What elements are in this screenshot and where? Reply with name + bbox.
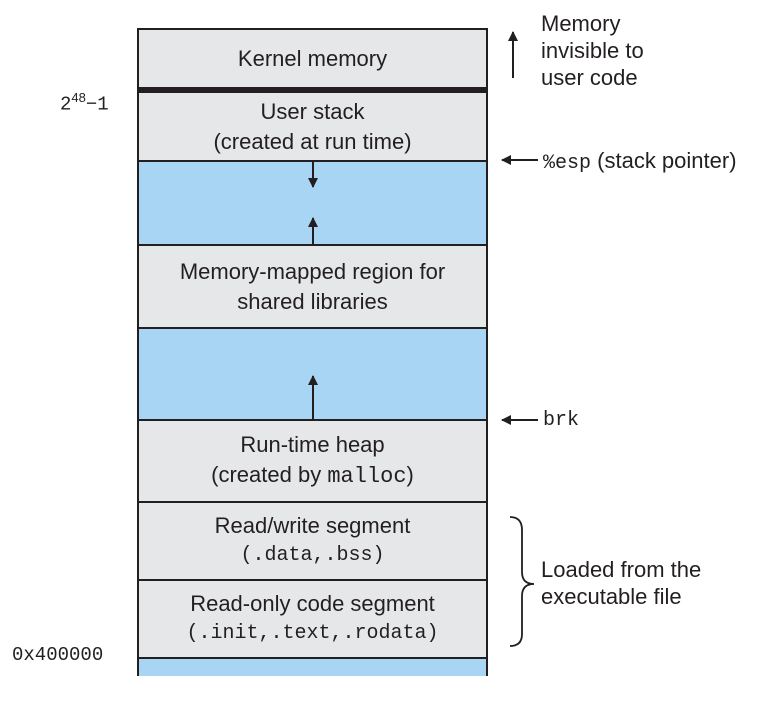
read-only-code-segment: Read-only code segment (.init,.text,.rod… [137, 580, 488, 658]
read-write-label: Read/write segment [214, 513, 411, 538]
stack-pointer-label: %esp (stack pointer) [543, 147, 737, 177]
read-write-sections: (.data,.bss) [240, 544, 385, 567]
run-time-heap-sublabel: (created by malloc) [211, 460, 414, 492]
bottom-address-label: 0x400000 [12, 644, 104, 666]
malloc-code: malloc [327, 464, 407, 489]
top-address-label: 248−1 [60, 90, 109, 115]
loaded-from-executable-note: Loaded from the executable file [541, 556, 701, 610]
shared-libraries-segment: Memory-mapped region for shared librarie… [137, 245, 488, 328]
heap-sublabel-prefix: (created by [211, 462, 328, 487]
shared-libraries-sublabel: shared libraries [237, 288, 388, 314]
stack-pointer-text: (stack pointer) [597, 148, 737, 173]
top-address-suffix: −1 [85, 93, 109, 116]
heap-sublabel-suffix: ) [406, 462, 414, 487]
invisible-memory-note: Memory invisible to user code [541, 10, 644, 91]
top-address-exponent: 48 [71, 90, 86, 105]
invisible-note-line3: user code [541, 65, 638, 90]
read-only-code-label: Read-only code segment [190, 591, 435, 616]
kernel-memory-label: Kernel memory [237, 45, 388, 71]
shared-libraries-label: Memory-mapped region for [179, 258, 446, 284]
run-time-heap-label: Run-time heap [240, 432, 385, 457]
loaded-note-line1: Loaded from the [541, 557, 702, 582]
brk-label: brk [543, 409, 580, 432]
read-write-segment: Read/write segment (.data,.bss) [137, 502, 488, 580]
esp-register: %esp [543, 152, 592, 175]
invisible-note-line1: Memory [541, 11, 621, 36]
loaded-segments-brace [509, 516, 535, 647]
run-time-heap-segment: Run-time heap (created by malloc) [137, 420, 488, 502]
heap-free-region [137, 328, 488, 420]
invisible-note-line2: invisible to [541, 38, 644, 63]
user-stack-label: User stack [260, 98, 365, 124]
user-stack-segment: User stack (created at run time) [137, 88, 488, 161]
user-stack-sublabel: (created at run time) [213, 128, 412, 154]
read-only-code-sections: (.init,.text,.rodata) [186, 622, 439, 645]
kernel-memory-segment: Kernel memory [137, 28, 488, 88]
unused-low-region [137, 658, 488, 676]
loaded-note-line2: executable file [541, 584, 682, 609]
top-address-base: 2 [60, 93, 72, 116]
